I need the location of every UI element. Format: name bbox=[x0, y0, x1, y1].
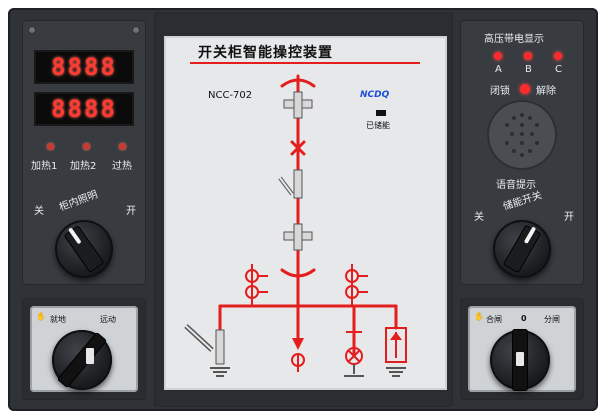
phase-a-led bbox=[494, 52, 502, 60]
surge-arrester bbox=[385, 327, 407, 377]
local-remote-plate: ✋ 就地 远动 bbox=[30, 306, 138, 392]
unlock-label: 解除 bbox=[536, 86, 556, 97]
remote-label: 远动 bbox=[100, 315, 116, 324]
left-switch-panel: ✋ 就地 远动 bbox=[22, 298, 146, 400]
close-open-knob[interactable] bbox=[490, 329, 550, 391]
overheat-indicator bbox=[119, 143, 126, 150]
right-ct-symbol bbox=[345, 264, 368, 306]
single-line-diagram bbox=[184, 74, 407, 377]
hv-display-title: 高压带电显示 bbox=[484, 34, 544, 45]
hand-icon: ✋ bbox=[36, 312, 46, 321]
knob-grip bbox=[502, 224, 542, 274]
cabinet-light-knob[interactable] bbox=[55, 220, 113, 278]
cabinet-light-title: 柜内照明 bbox=[58, 189, 100, 214]
earth-switch-upper bbox=[278, 169, 303, 199]
heater1-indicator bbox=[47, 143, 54, 150]
temperature-meter-top: 8888 bbox=[34, 50, 134, 84]
screw bbox=[132, 26, 140, 34]
breaker-x-b bbox=[290, 140, 306, 156]
unlock-button-led[interactable] bbox=[520, 84, 530, 94]
temperature-meter-bottom: 8888 bbox=[34, 92, 134, 126]
speaker-holes bbox=[505, 113, 539, 157]
top-arc bbox=[280, 78, 316, 88]
switch-handle bbox=[56, 331, 108, 389]
close-label: 合闸 bbox=[486, 315, 502, 324]
cabinet-light-on-label: 开 bbox=[126, 206, 136, 217]
heater2-label: 加热2 bbox=[70, 161, 97, 172]
voice-prompt-label: 语音提示 bbox=[496, 180, 536, 191]
controller-device: 8888 8888 加热1 加热2 过热 柜内照明 关 开 ✋ 就地 远动 bbox=[8, 8, 598, 411]
center-load-symbol bbox=[291, 338, 305, 372]
device-title: 开关柜智能操控装置 bbox=[198, 45, 333, 61]
stored-energy-indicator bbox=[376, 110, 386, 116]
screw bbox=[28, 26, 36, 34]
brand-logo: NCDQ bbox=[360, 90, 390, 100]
model-label: NCC-702 bbox=[208, 90, 253, 101]
phase-a-label: A bbox=[495, 64, 502, 75]
storage-switch-knob[interactable] bbox=[493, 220, 551, 278]
mimic-diagram-plate: 开关柜智能操控装置 NCC-702 NCDQ 已储能 bbox=[164, 36, 447, 390]
local-remote-knob[interactable] bbox=[52, 330, 112, 390]
switch-pointer bbox=[516, 352, 524, 366]
heater2-indicator bbox=[83, 143, 90, 150]
local-label: 就地 bbox=[50, 315, 66, 324]
overheat-label: 过热 bbox=[112, 161, 132, 172]
left-ct-symbol bbox=[245, 264, 268, 306]
left-panel: 8888 8888 加热1 加热2 过热 柜内照明 关 开 bbox=[22, 20, 146, 285]
storage-off-label: 关 bbox=[474, 212, 484, 223]
left-earth-switch bbox=[184, 324, 230, 377]
hand-icon: ✋ bbox=[474, 312, 484, 321]
heater1-label: 加热1 bbox=[31, 161, 58, 172]
title-underline bbox=[190, 62, 420, 64]
close-open-plate: ✋ 合闸 0 分闸 bbox=[468, 306, 576, 392]
stored-energy-label: 已储能 bbox=[366, 121, 390, 130]
center-right-symbol bbox=[344, 331, 364, 377]
open-label: 分闸 bbox=[544, 315, 560, 324]
right-panel: 高压带电显示 A B C 闭锁 解除 bbox=[460, 20, 584, 285]
phase-c-led bbox=[554, 52, 562, 60]
center-panel: 开关柜智能操控装置 NCC-702 NCDQ 已储能 bbox=[154, 12, 453, 407]
phase-b-led bbox=[524, 52, 532, 60]
phase-c-label: C bbox=[555, 64, 562, 75]
lock-label: 闭锁 bbox=[490, 86, 510, 97]
switch-pointer bbox=[86, 348, 95, 364]
lower-disconnect bbox=[283, 223, 313, 251]
cabinet-light-off-label: 关 bbox=[34, 206, 44, 217]
zero-label: 0 bbox=[521, 314, 527, 323]
bottom-arc bbox=[280, 268, 316, 278]
phase-b-label: B bbox=[525, 64, 532, 75]
storage-on-label: 开 bbox=[564, 212, 574, 223]
upper-disconnect bbox=[283, 91, 313, 119]
speaker-grille bbox=[487, 100, 557, 170]
right-switch-panel: ✋ 合闸 0 分闸 bbox=[460, 298, 584, 400]
